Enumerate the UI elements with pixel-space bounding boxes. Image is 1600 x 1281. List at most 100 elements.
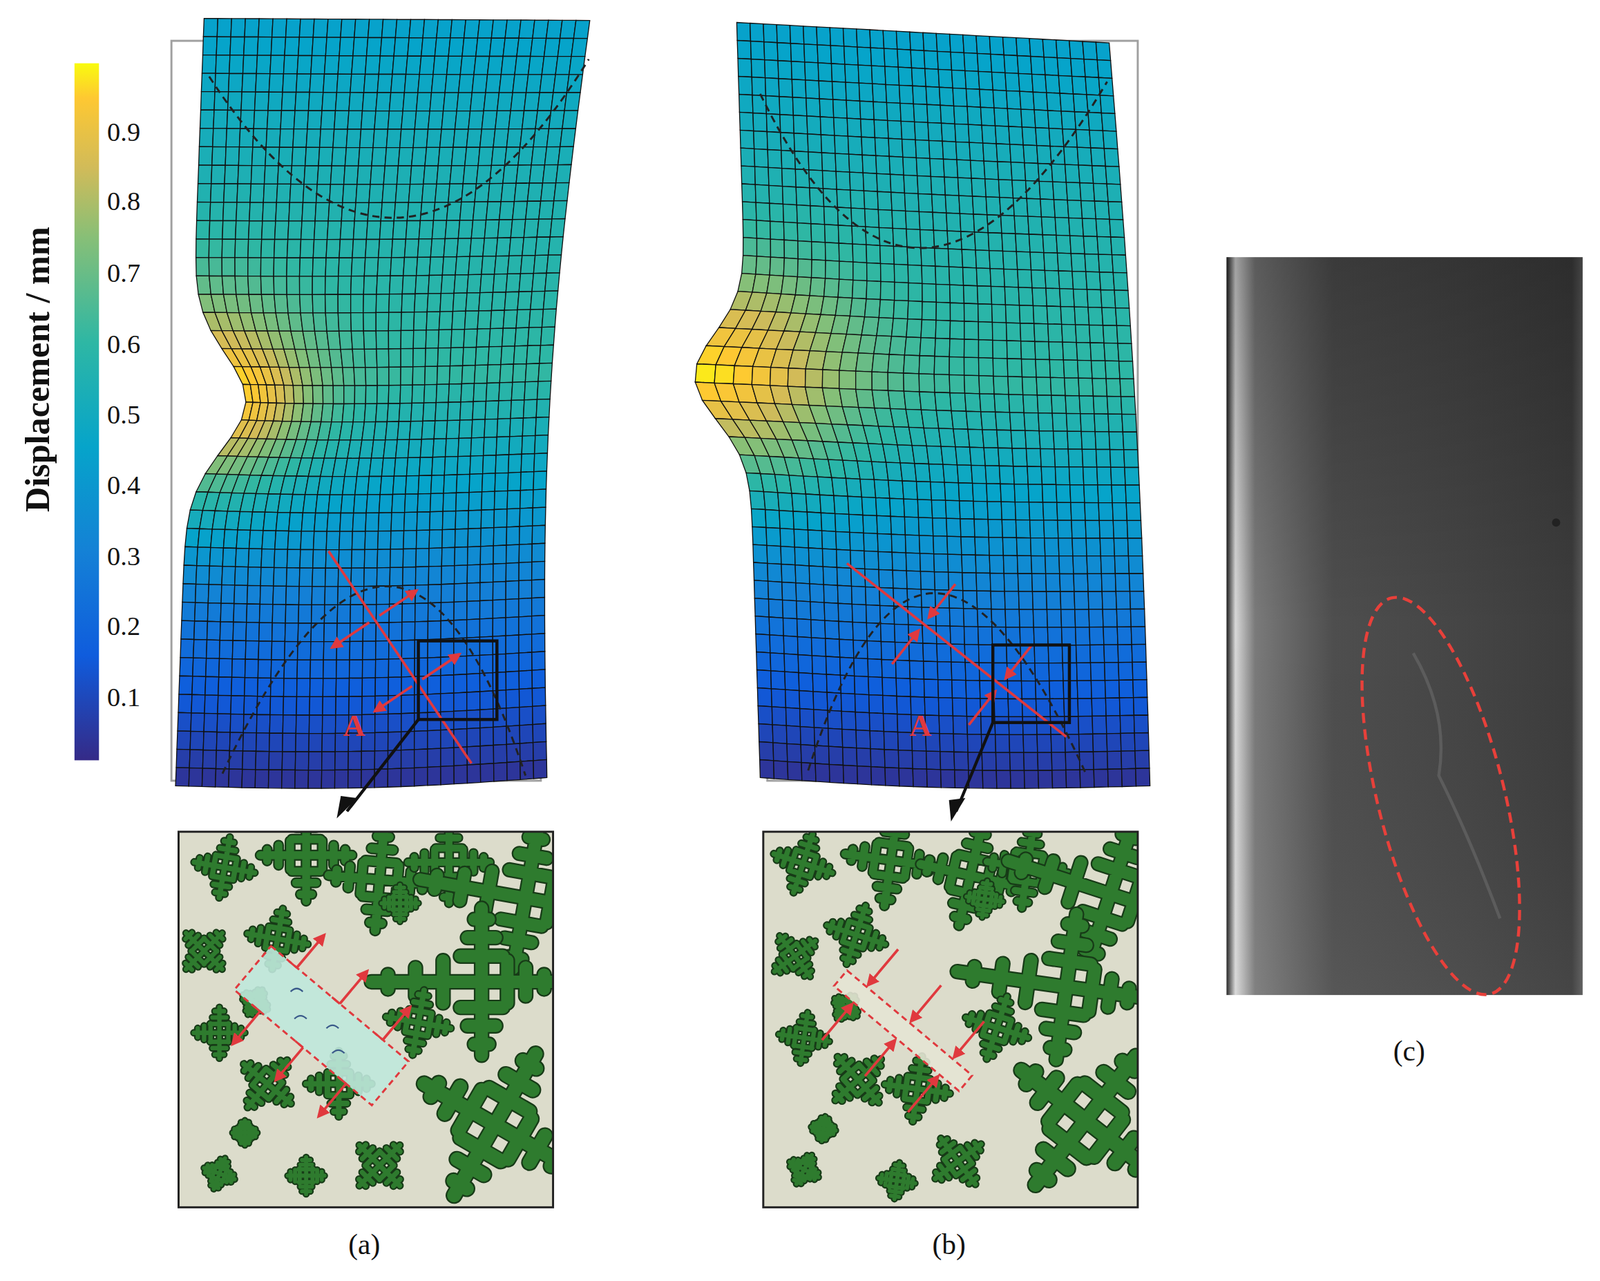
mesh-cell bbox=[940, 446, 957, 465]
mesh-cell bbox=[453, 692, 468, 711]
mesh-cell bbox=[379, 475, 394, 495]
mesh-cell bbox=[808, 151, 823, 171]
mesh-cell bbox=[418, 220, 434, 240]
mesh-cell bbox=[311, 586, 325, 606]
mesh-cell bbox=[939, 733, 955, 753]
mesh-cell bbox=[415, 584, 429, 604]
mesh-cell bbox=[374, 111, 390, 130]
mesh-cell bbox=[801, 762, 816, 782]
mesh-cell bbox=[909, 678, 925, 698]
mesh-cell bbox=[895, 659, 910, 679]
mesh-cell bbox=[532, 20, 549, 38]
mesh-cell bbox=[487, 364, 501, 384]
mesh-cell bbox=[518, 147, 534, 166]
mesh-cell bbox=[210, 183, 225, 203]
mesh-cell bbox=[846, 100, 861, 119]
mesh-cell bbox=[436, 19, 452, 38]
mesh-cell bbox=[869, 712, 884, 732]
mesh-cell bbox=[512, 364, 527, 383]
mesh-cell bbox=[952, 715, 968, 734]
mesh-cell bbox=[907, 300, 923, 320]
mesh-cell bbox=[776, 24, 791, 44]
mesh-cell bbox=[863, 532, 879, 552]
mesh-cell bbox=[929, 158, 945, 177]
mesh-cell bbox=[342, 184, 358, 204]
mesh-cell bbox=[938, 715, 954, 734]
mesh-cell bbox=[196, 220, 211, 240]
mesh-cell bbox=[964, 357, 979, 376]
mesh-cell bbox=[400, 312, 414, 331]
mesh-cell bbox=[540, 326, 556, 346]
mesh-cell bbox=[296, 696, 310, 716]
mesh-cell bbox=[918, 211, 934, 231]
mesh-cell bbox=[864, 298, 881, 318]
mesh-cell bbox=[985, 196, 1001, 216]
mesh-cell bbox=[196, 547, 211, 566]
mesh-cell bbox=[790, 43, 805, 63]
mesh-cell bbox=[361, 750, 375, 770]
mesh-cell bbox=[283, 678, 297, 698]
mesh-cell bbox=[871, 371, 888, 391]
mesh-cell bbox=[920, 229, 935, 249]
mesh-cell bbox=[866, 622, 881, 642]
mesh-cell bbox=[835, 531, 851, 550]
mesh-cell bbox=[400, 767, 414, 787]
mesh-cell bbox=[519, 507, 533, 527]
mesh-cell bbox=[768, 167, 783, 186]
mesh-cell bbox=[324, 623, 338, 642]
mesh-cell bbox=[389, 567, 403, 586]
mesh-cell bbox=[440, 674, 454, 694]
mesh-cell bbox=[328, 494, 343, 513]
mesh-cell bbox=[751, 366, 771, 385]
mesh-cell bbox=[480, 581, 494, 601]
mesh-cell bbox=[522, 236, 537, 256]
mesh-cell bbox=[794, 547, 809, 566]
mesh-cell bbox=[375, 732, 389, 751]
mesh-cell bbox=[978, 303, 993, 323]
mesh-cell bbox=[808, 565, 824, 585]
mesh-cell bbox=[905, 210, 921, 230]
mesh-cell bbox=[809, 187, 825, 207]
mesh-cell bbox=[203, 18, 218, 38]
mesh-cell bbox=[736, 22, 751, 41]
mesh-cell bbox=[505, 616, 519, 636]
mesh-cell bbox=[540, 183, 557, 202]
mesh-cell bbox=[416, 511, 430, 531]
mesh-cell bbox=[804, 44, 818, 63]
mesh-cell bbox=[367, 475, 382, 495]
mesh-cell bbox=[323, 659, 337, 679]
mesh-cell bbox=[829, 764, 844, 783]
mesh-cell bbox=[467, 546, 481, 566]
mesh-cell bbox=[793, 115, 808, 135]
mesh-cell bbox=[978, 644, 993, 663]
mesh-cell bbox=[388, 677, 402, 696]
mesh-cell bbox=[759, 741, 774, 761]
mesh-cell bbox=[919, 391, 937, 411]
mesh-cell bbox=[964, 321, 979, 340]
mesh-cell bbox=[451, 147, 468, 166]
mesh-cell bbox=[980, 107, 995, 126]
mesh-cell bbox=[337, 586, 351, 606]
mesh-cell bbox=[201, 55, 217, 74]
mesh-cell bbox=[936, 283, 951, 303]
mesh-cell bbox=[401, 111, 417, 130]
mesh-cell bbox=[995, 734, 1011, 753]
mesh-cell bbox=[978, 357, 993, 377]
mesh-cell bbox=[749, 490, 766, 510]
mesh-cell bbox=[278, 147, 293, 166]
mesh-cell bbox=[249, 529, 264, 549]
mesh-cell bbox=[784, 653, 799, 673]
mesh-cell bbox=[283, 696, 298, 716]
mesh-cell bbox=[1001, 519, 1017, 538]
mesh-cell bbox=[427, 675, 441, 695]
mesh-cell bbox=[388, 366, 401, 386]
mesh-cell bbox=[779, 114, 794, 134]
mesh-cell bbox=[491, 147, 507, 166]
mesh-cell bbox=[352, 239, 367, 259]
mesh-cell bbox=[1006, 322, 1022, 342]
mesh-cell bbox=[992, 71, 1007, 91]
mesh-cell bbox=[453, 674, 468, 693]
mesh-cell bbox=[867, 640, 882, 660]
mesh-cell bbox=[437, 147, 454, 166]
mesh-cell bbox=[415, 548, 430, 568]
